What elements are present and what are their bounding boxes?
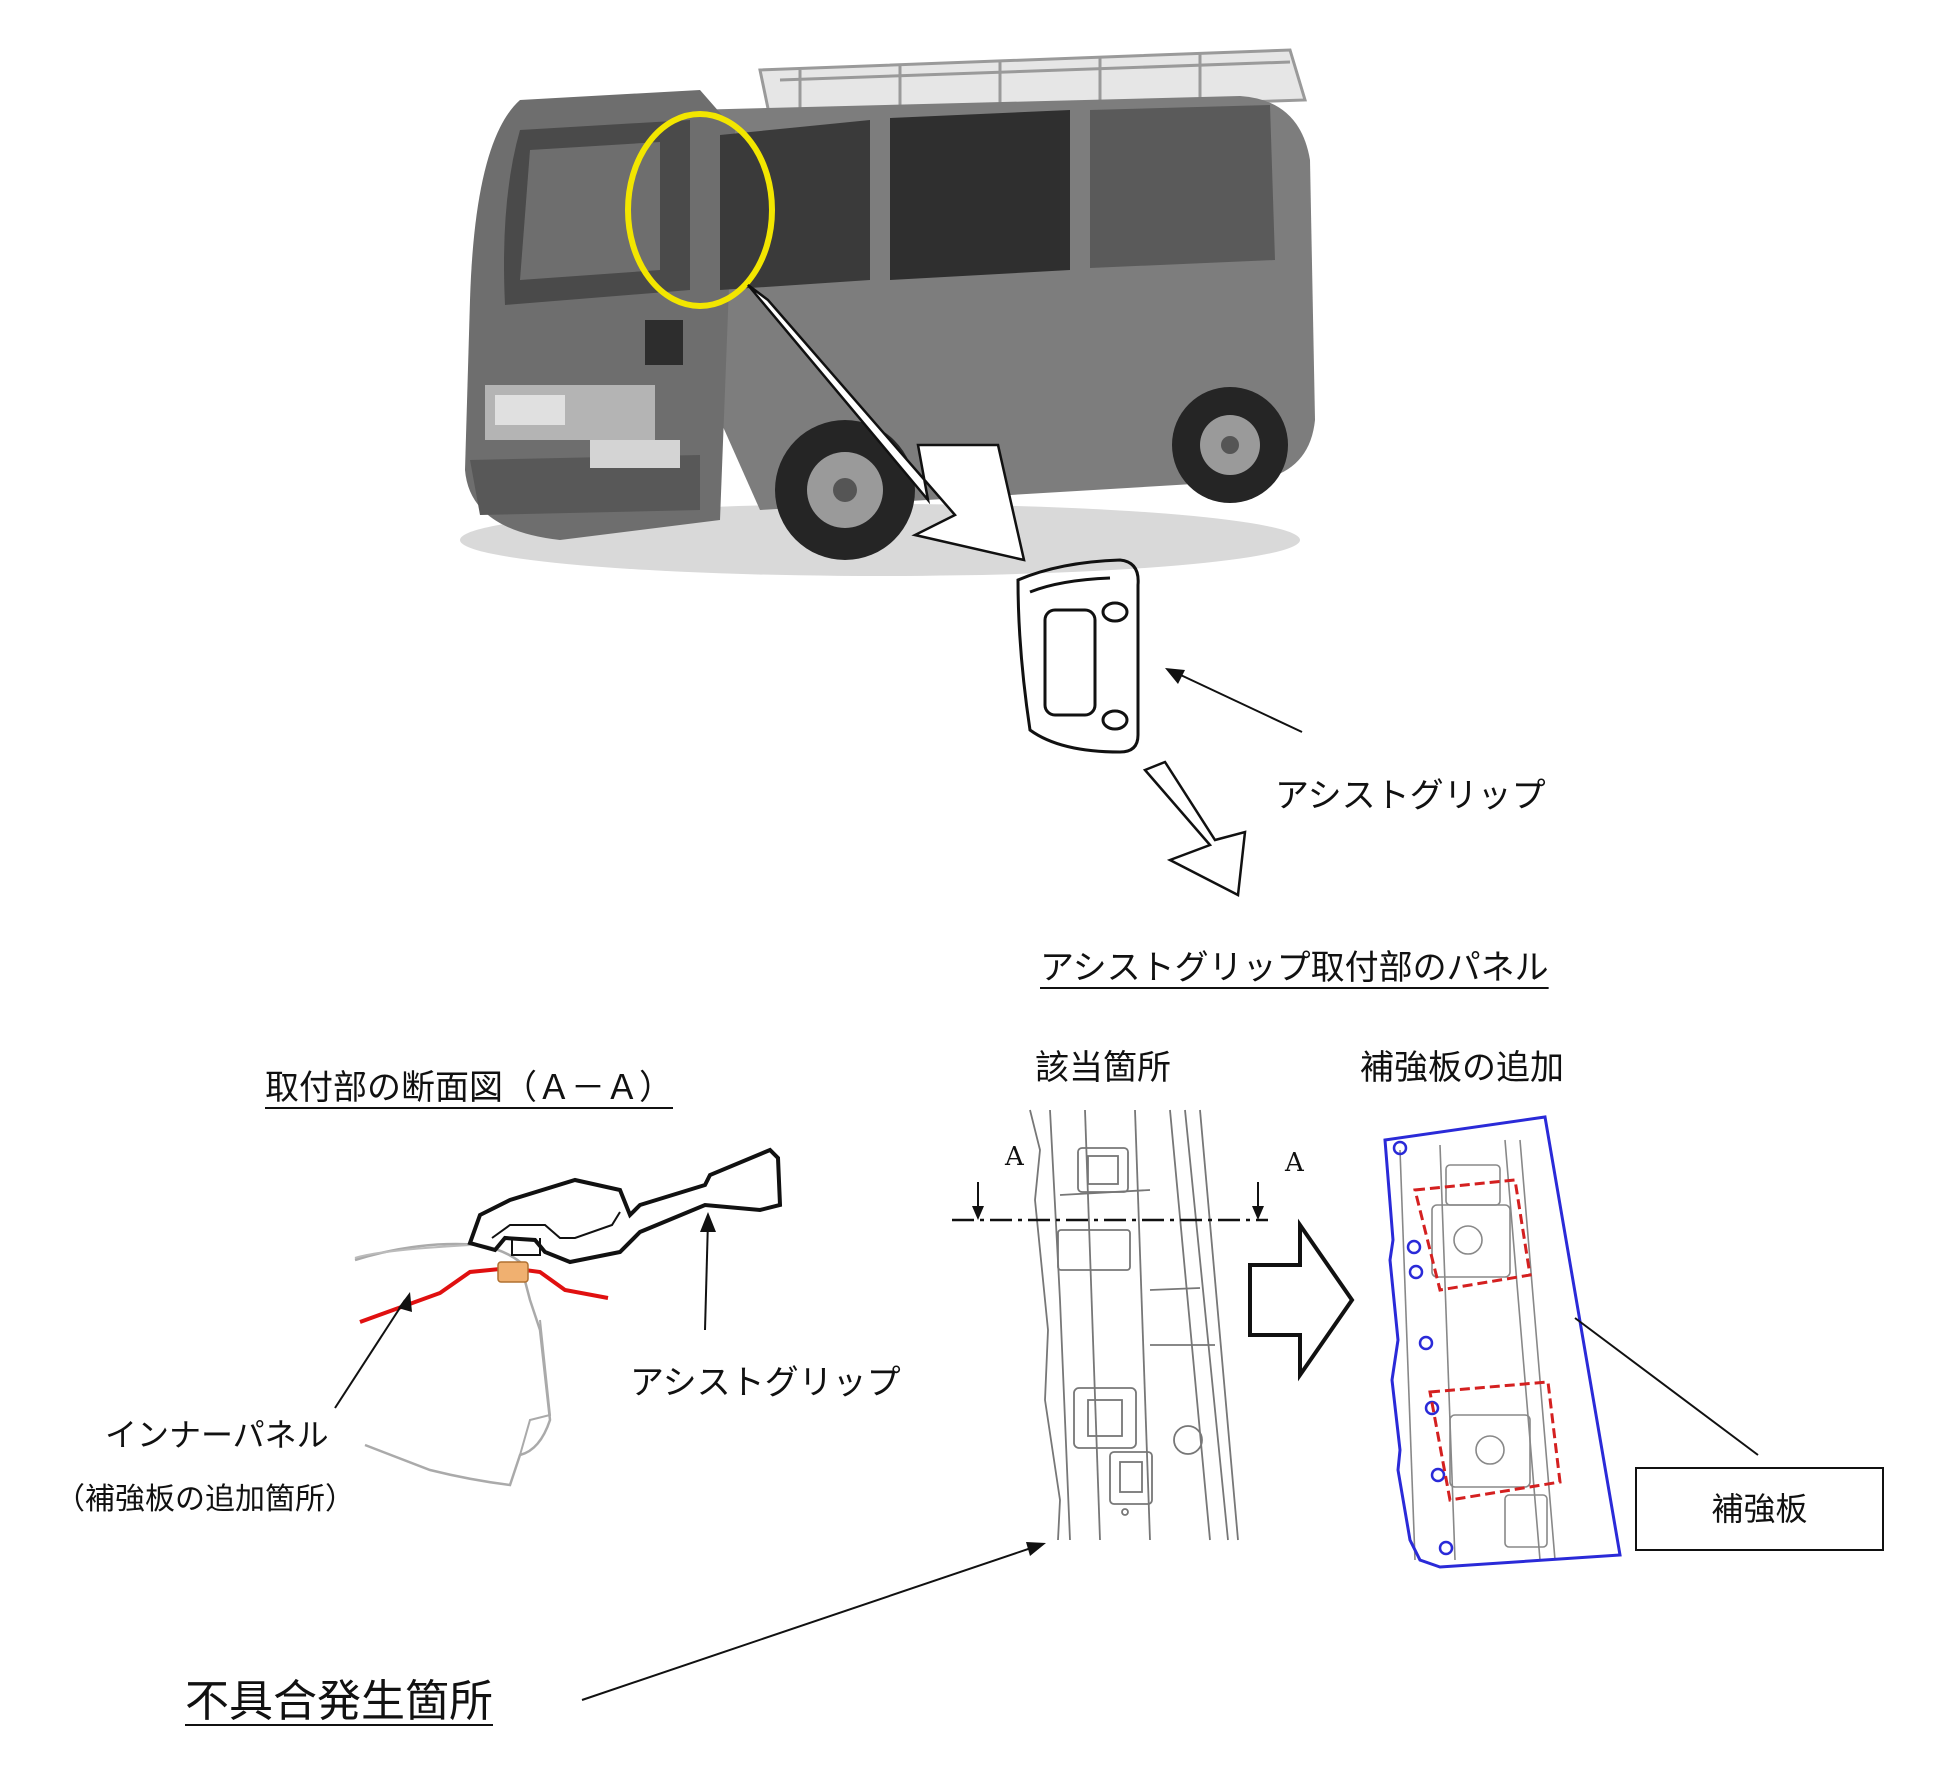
section-title: 取付部の断面図（Ａ－Ａ）	[265, 1068, 673, 1108]
section-marker-left: A	[1005, 1142, 1024, 1172]
panel-title: アシストグリップ取付部のパネル	[1040, 948, 1549, 988]
inner-panel-label: インナーパネル	[105, 1416, 329, 1454]
assist-grip-section-label: アシストグリップ	[630, 1363, 901, 1403]
panel-drawing-original	[1029, 1109, 1239, 1541]
reinforcement-plate-box: 補強板	[1635, 1467, 1884, 1551]
defect-location-label: 不具合発生箇所	[185, 1676, 493, 1727]
cross-section-diagram	[354, 1147, 783, 1487]
assist-grip-icon	[1016, 558, 1140, 754]
right-arrow-icon	[1248, 1218, 1355, 1382]
van-photo	[460, 48, 1315, 576]
assist-grip-label: アシストグリップ	[1275, 776, 1546, 816]
inner-panel-note: （補強板の追加箇所）	[55, 1482, 355, 1517]
panel-drawing-reinforced	[1383, 1115, 1622, 1569]
callout-arrow-icon	[1142, 760, 1247, 897]
section-marker-right: A	[1285, 1148, 1304, 1178]
reinforcement-added-label: 補強板の追加	[1360, 1048, 1564, 1088]
applicable-location-label: 該当箇所	[1035, 1048, 1171, 1088]
callout-arrow-icon	[747, 284, 1026, 562]
highlight-circle	[625, 111, 775, 309]
